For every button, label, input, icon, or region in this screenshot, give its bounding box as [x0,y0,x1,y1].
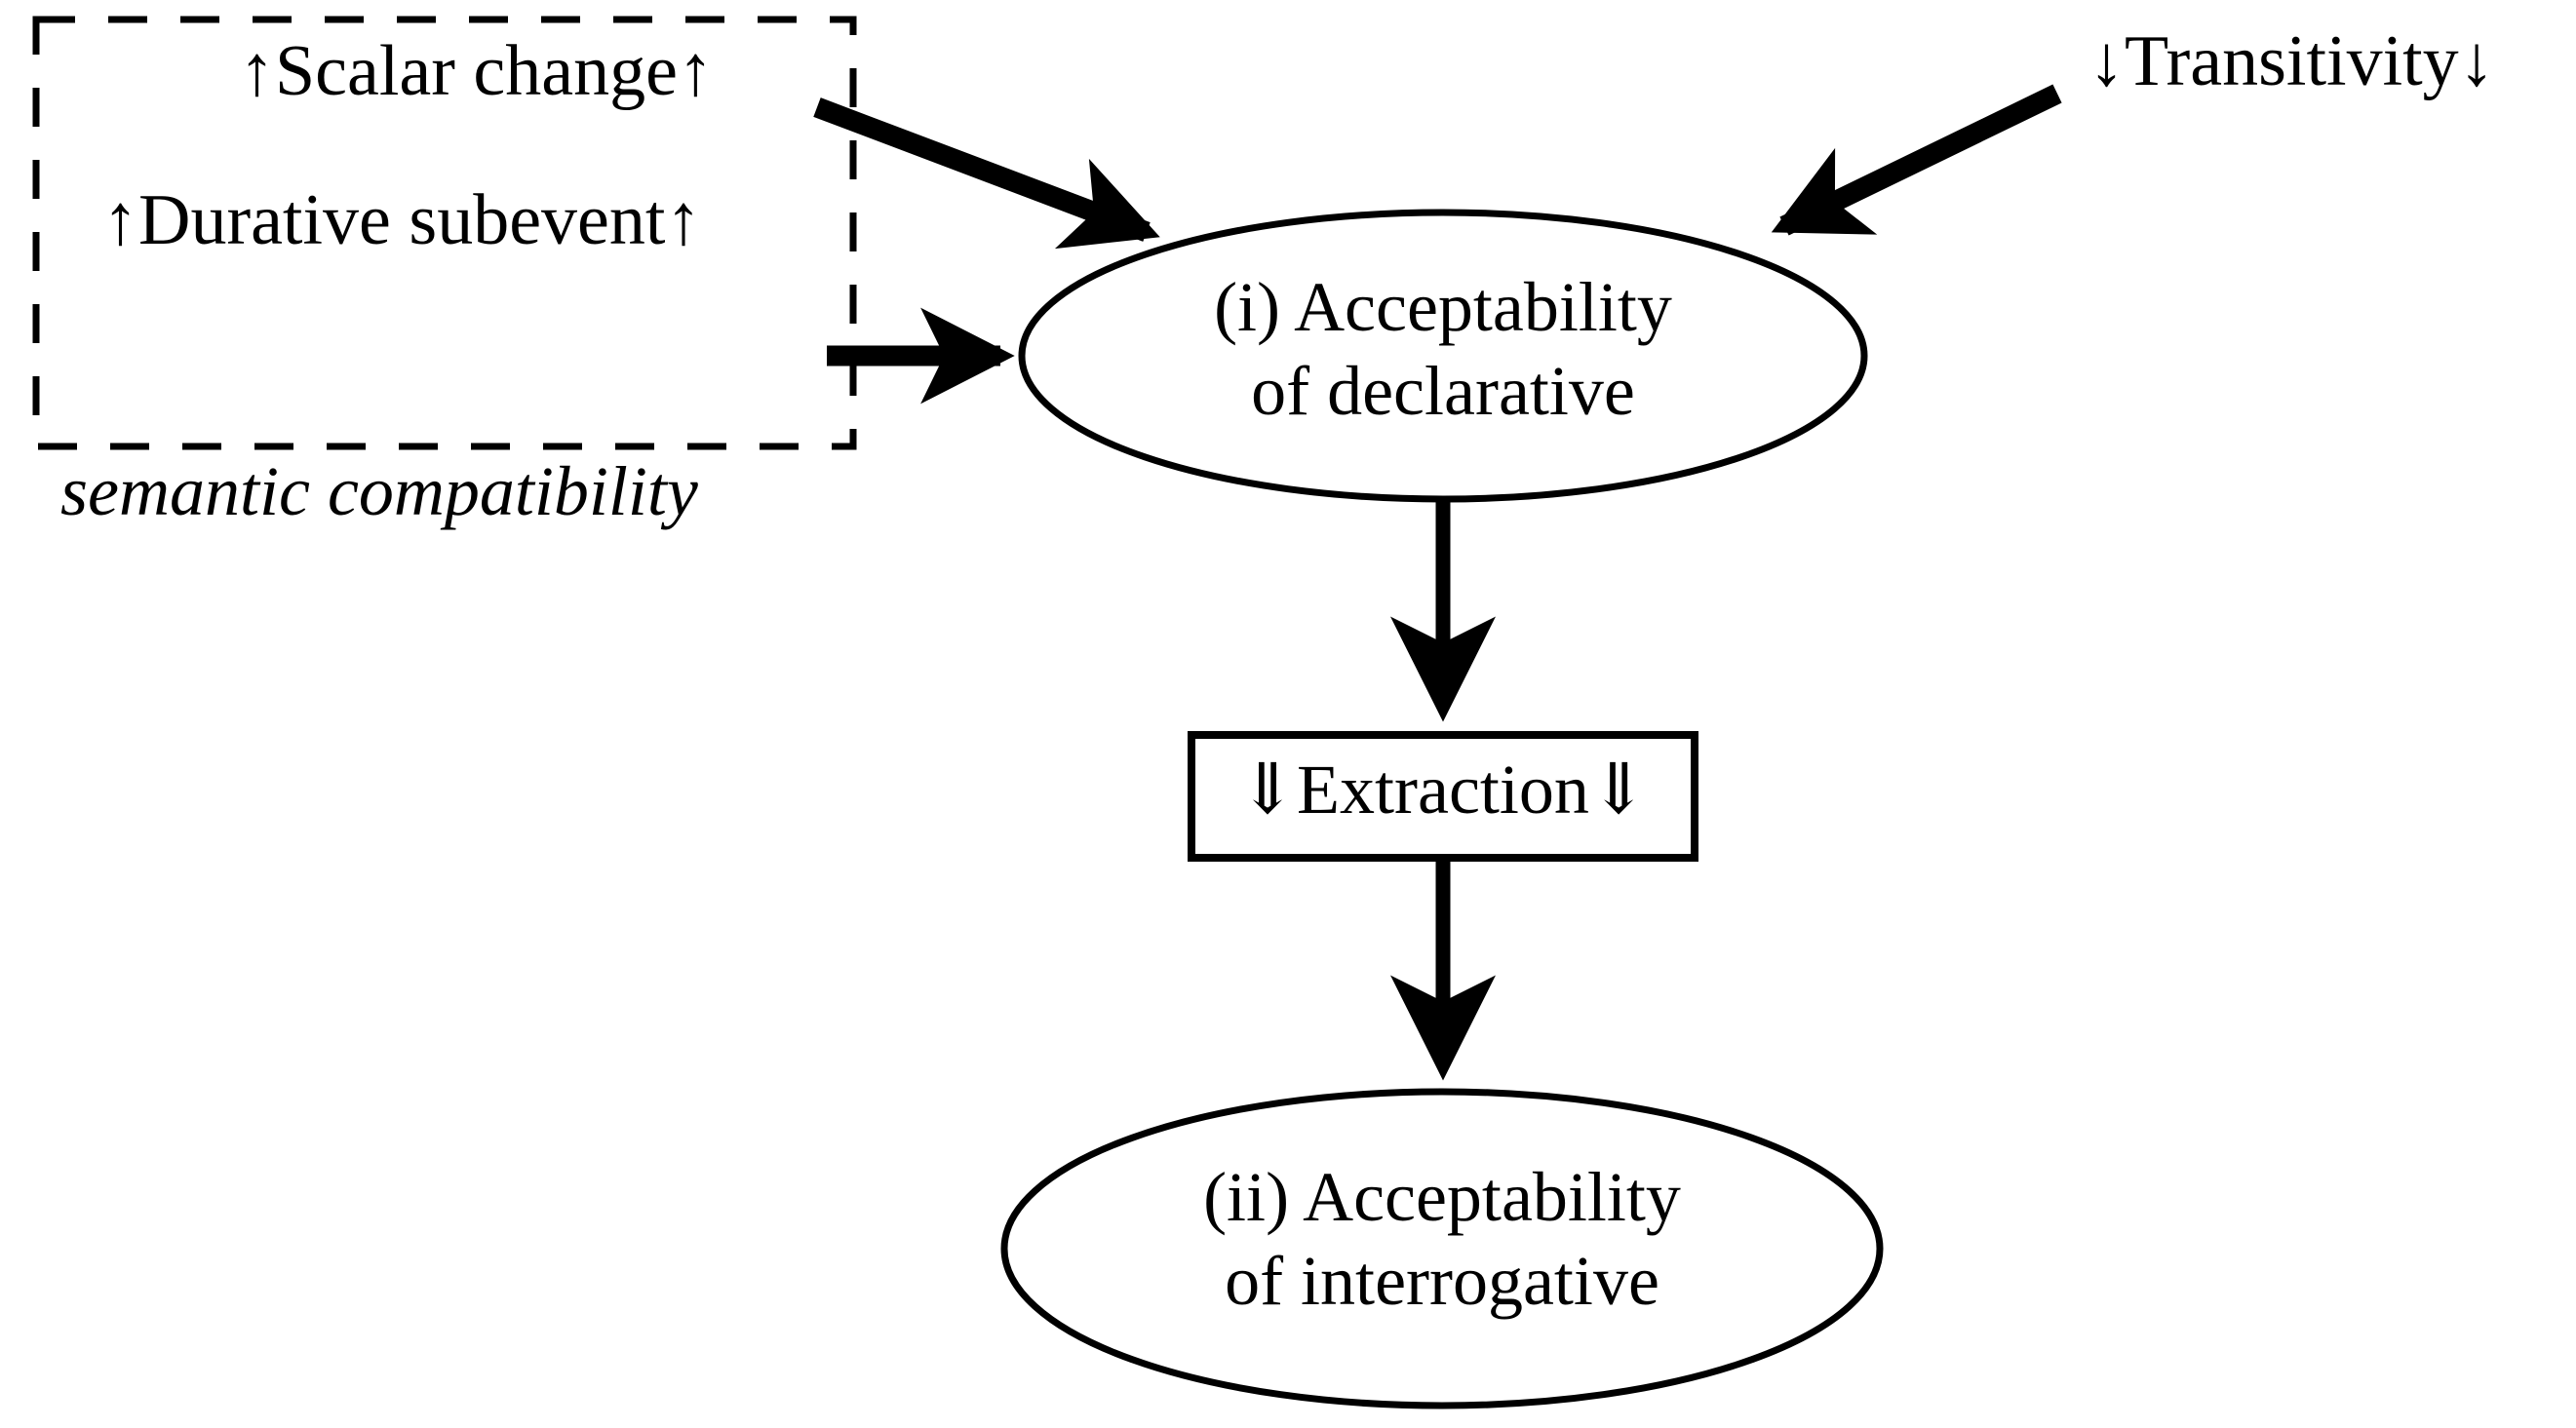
node-label-line-2: of declarative [1251,352,1635,431]
semantic-compatibility-caption: semantic compatibility [60,452,698,530]
node-label-extraction: ⇓Extraction⇓ [1237,751,1649,829]
node-label-line-1: (ii) Acceptability [1203,1158,1681,1236]
ellipse-acceptability-interrogative [1000,1088,1884,1409]
edge-transitivity-to-declarative [1771,84,2062,236]
node-label-line-2: of interrogative [1225,1242,1659,1321]
factor-label-scalar-change: ↑Scalar change↑ [239,31,714,111]
factor-label-durative-subevent: ↑Durative subevent↑ [102,180,702,260]
node-label-acceptability-declarative: (i) Acceptability of declarative [1024,265,1862,434]
rect-extraction [1188,731,1698,862]
node-label-acceptability-interrogative: (ii) Acceptability of interrogative [1006,1155,1878,1324]
semantic-compatibility-dashed-box [32,16,857,450]
factor-label-transitivity: ↓Transitivity↓ [2088,21,2495,101]
node-label-line-1: (i) Acceptability [1214,268,1672,346]
edge-scalar-change-to-declarative [813,97,1160,250]
